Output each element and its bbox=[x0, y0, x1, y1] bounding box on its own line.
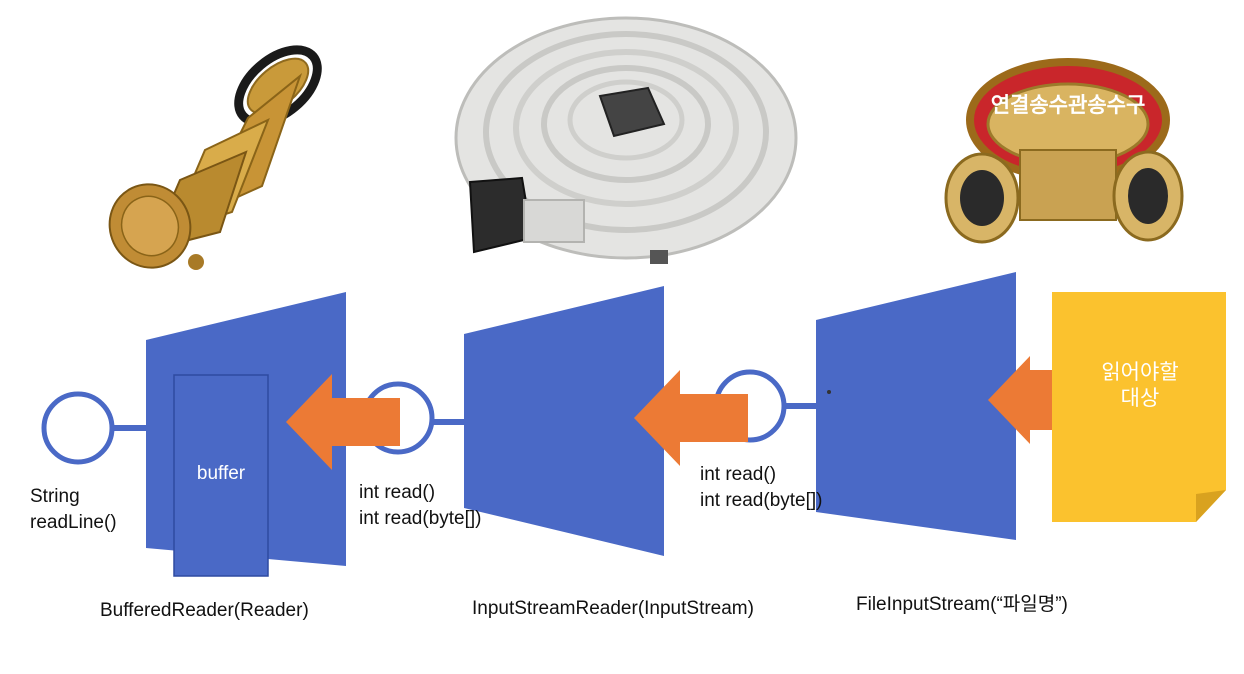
buffered-method-1: String bbox=[30, 486, 80, 507]
output-ring bbox=[41, 391, 115, 465]
file-stream-methods: int read() int read(byte[]) bbox=[700, 462, 823, 513]
buffered-method-2: readLine() bbox=[30, 511, 117, 533]
target-label: 읽어야할 대상 bbox=[1060, 360, 1220, 413]
target-label-line2: 대상 bbox=[1120, 387, 1160, 411]
reader-methods: int read() int read(byte[]) bbox=[359, 480, 482, 531]
reader-method-1: int read() bbox=[359, 482, 436, 503]
file-stream-method-2: int read(byte[]) bbox=[700, 489, 823, 511]
hose-image bbox=[454, 16, 798, 264]
buffered-reader-label: BufferedReader(Reader) bbox=[100, 600, 309, 621]
input-stream-reader-shape bbox=[464, 286, 664, 556]
file-input-stream-shape bbox=[816, 272, 1016, 540]
file-stream-method-1: int read() bbox=[700, 464, 777, 485]
reader-method-2: int read(byte[]) bbox=[359, 507, 482, 529]
target-note bbox=[1052, 292, 1226, 522]
buffer-label: buffer bbox=[196, 463, 246, 484]
file-input-stream-label: FileInputStream(“파일명”) bbox=[856, 594, 1068, 615]
connector-emblem-text: 연결송수관송수구 bbox=[991, 94, 1146, 117]
arrow-reader-to-buffered bbox=[286, 374, 400, 470]
target-label-line1: 읽어야할 bbox=[1101, 361, 1179, 384]
arrow-file-to-reader bbox=[634, 370, 748, 466]
connector-image: 연결송수관송수구 bbox=[944, 58, 1184, 244]
cursor-dot bbox=[827, 390, 831, 394]
buffered-methods: String readLine() bbox=[30, 484, 117, 535]
nozzle-image bbox=[108, 45, 322, 270]
buffer-box bbox=[173, 374, 269, 577]
input-stream-reader-label: InputStreamReader(InputStream) bbox=[472, 598, 754, 619]
